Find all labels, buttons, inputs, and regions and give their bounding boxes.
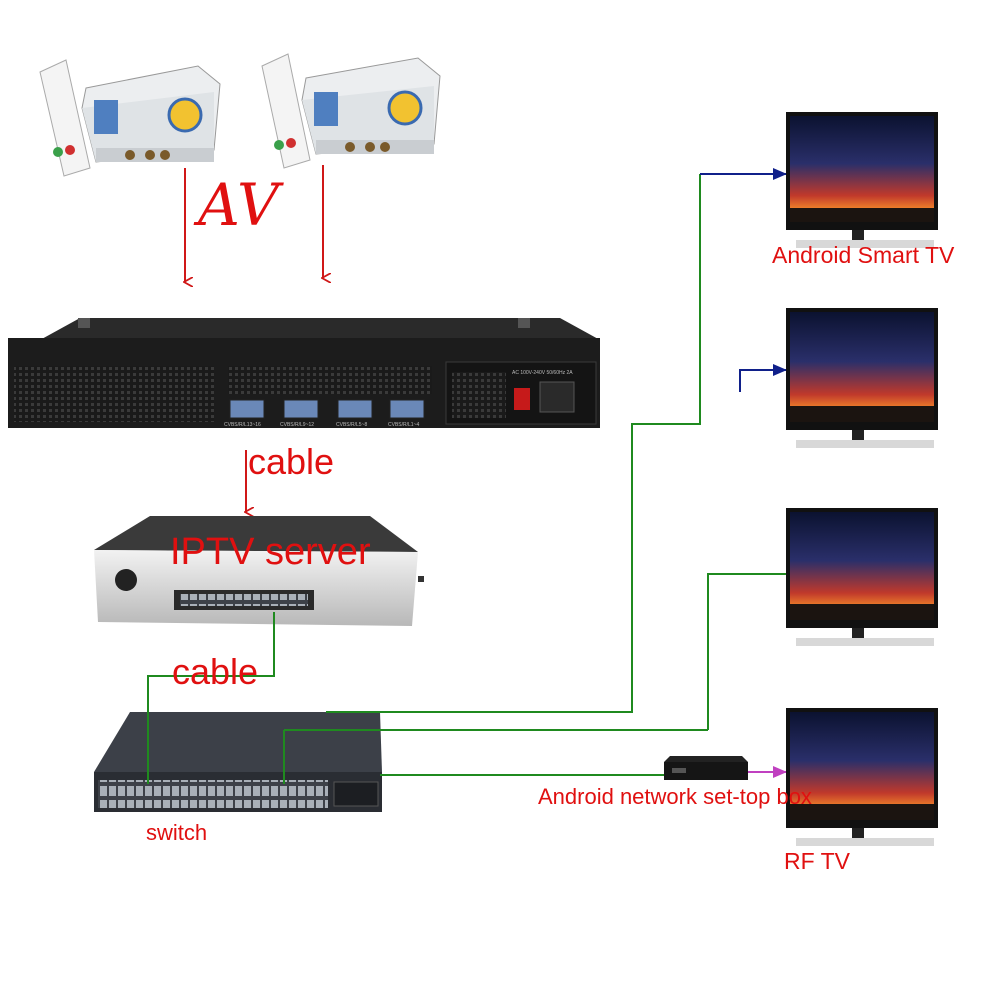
android-set-top-box [664, 756, 748, 780]
set-top-box-1 [40, 60, 220, 176]
rf-tv-label: RF TV [784, 850, 850, 873]
encoder-port-label-3: CVBS/R/L5~8 [336, 422, 367, 428]
cable-switch-to-smart-tv [326, 174, 700, 712]
network-cables [148, 174, 786, 784]
encoder-power-label: AC 100V-240V 50/60Hz 2A [512, 370, 573, 376]
link-to-smart-tv-2 [740, 370, 786, 392]
set-top-box-2 [262, 54, 440, 168]
cable-label-top: cable [248, 444, 334, 480]
iptv-server-label: IPTV server [170, 533, 371, 571]
encoder-port-label-2: CVBS/R/L9~12 [280, 422, 314, 428]
switch-label: switch [146, 822, 207, 844]
encoder-port-label-4: CVBS/R/L1~4 [388, 422, 419, 428]
android-stb-label: Android network set-top box [538, 786, 812, 808]
cable-label-bottom: cable [172, 654, 258, 690]
tv-rf [786, 708, 938, 846]
av-label: AV [198, 176, 279, 234]
cable-tv3-drop [708, 574, 786, 730]
switch [94, 712, 382, 812]
tv-android-smart-1 [786, 112, 938, 248]
android-smart-tv-label: Android Smart TV [772, 244, 954, 267]
tv-android-smart-3 [786, 508, 938, 646]
encoder-port-label-1: CVBS/R/L13~16 [224, 422, 261, 428]
tv-android-smart-2 [786, 308, 938, 448]
